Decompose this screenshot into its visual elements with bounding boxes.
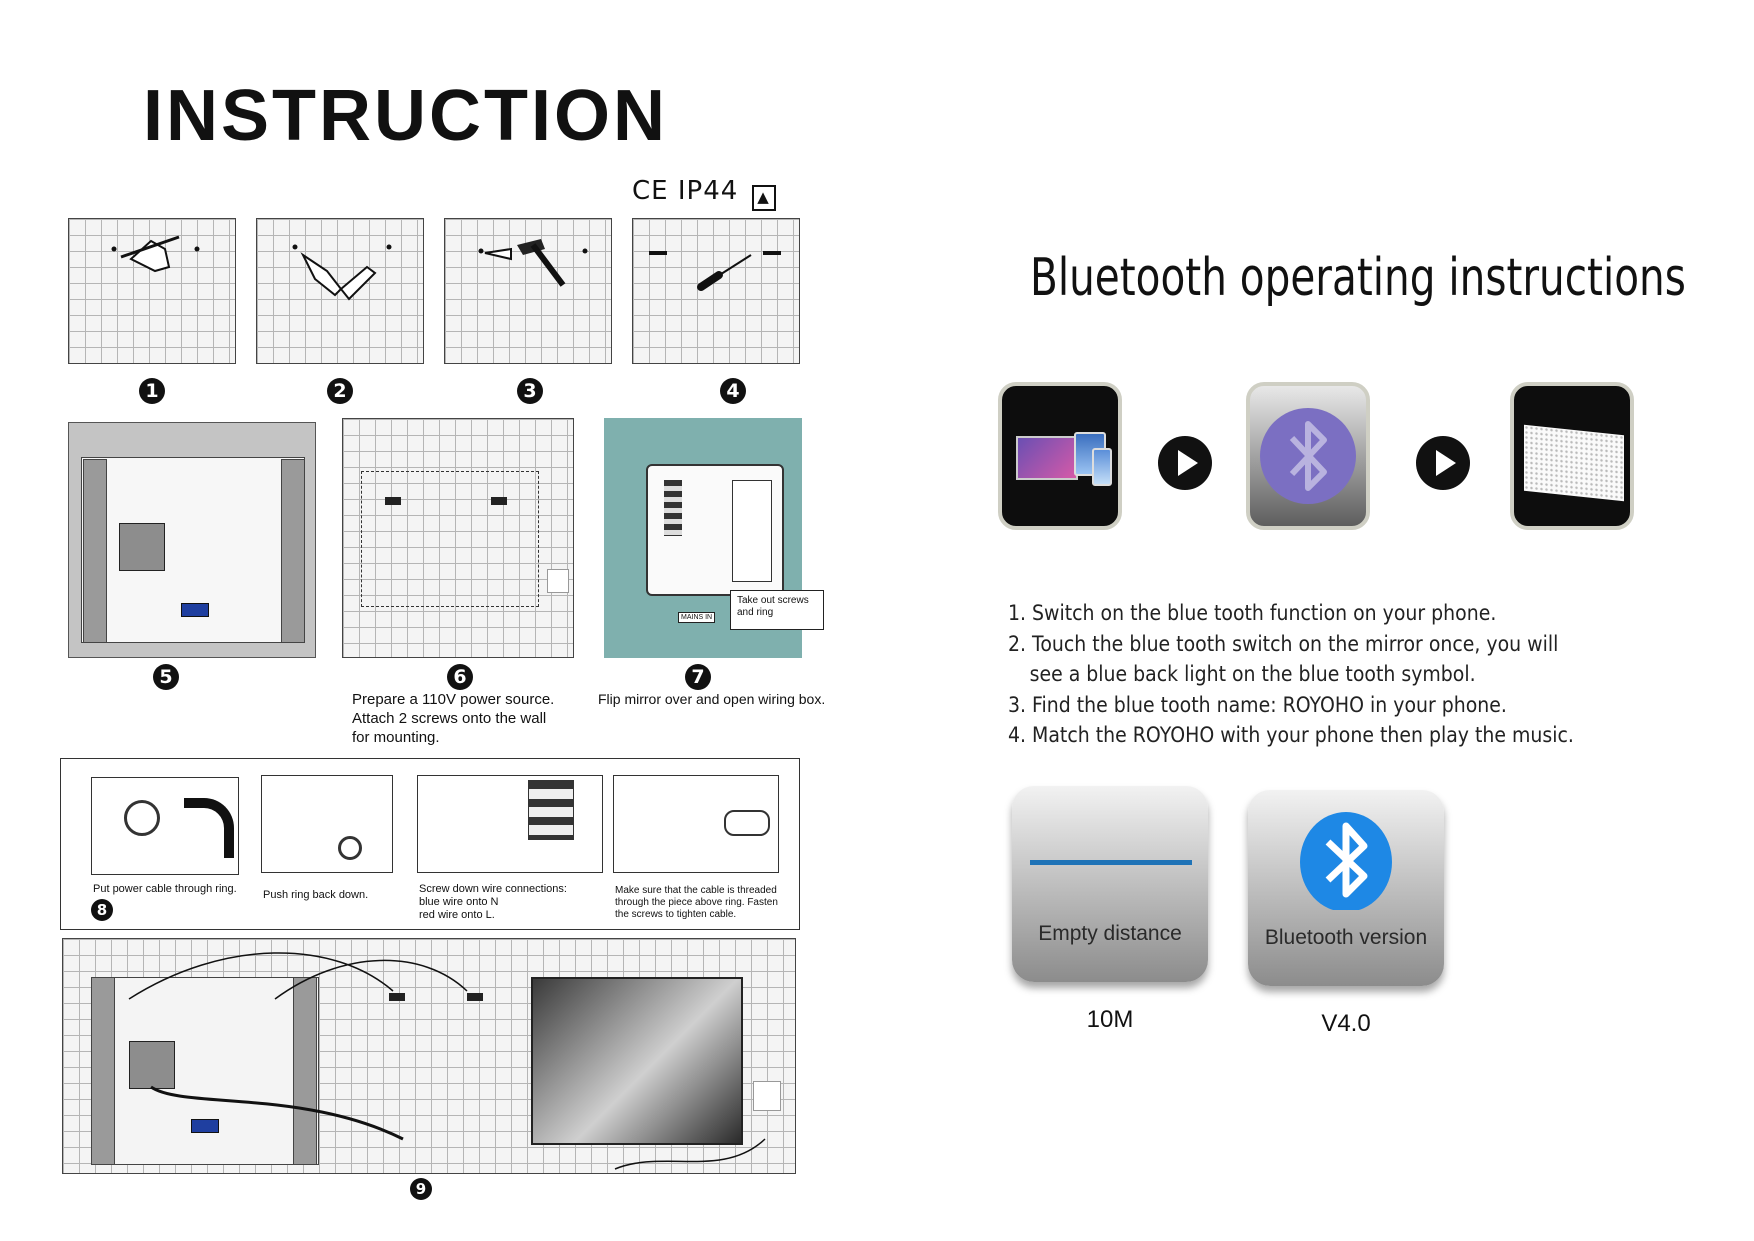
hammer-icon [478, 239, 588, 287]
mirror-outline-dashed [361, 471, 539, 607]
step8-frame: Put power cable through ring. Push ring … [60, 758, 800, 930]
callout-box: Take out screws and ring [730, 590, 824, 630]
cable-clamp-icon [724, 810, 770, 836]
step8-caption-c: Screw down wire connections: blue wire o… [419, 883, 567, 921]
step-line-2: 2. Touch the blue tooth switch on the mi… [1008, 631, 1559, 656]
screwdriver-icon [649, 251, 781, 291]
step6-panel [342, 418, 574, 658]
step7-caption: Flip mirror over and open wiring box. [598, 691, 826, 707]
step1-panel [68, 218, 236, 364]
empty-distance-value: 10M [1086, 1006, 1134, 1033]
step4-panel [632, 218, 800, 364]
battery-module [181, 603, 209, 617]
bluetooth-version-label: Bluetooth version [1264, 926, 1428, 949]
step8-caption-b: Push ring back down. [263, 889, 369, 901]
phone-icon [1092, 448, 1112, 486]
screw-left-icon [385, 497, 401, 505]
ring-push-icon [338, 836, 362, 860]
step-number-6: 6 [447, 664, 473, 690]
step-number-8: 8 [91, 899, 113, 921]
ring-icon [124, 800, 160, 836]
mounted-mirror [531, 977, 743, 1145]
driver-module [732, 480, 772, 582]
step-number-7: 7 [685, 664, 711, 690]
step8-caption-d: Make sure that the cable is threaded thr… [615, 885, 778, 920]
terminal-block [664, 480, 682, 536]
step-line-1: 1. Switch on the blue tooth function on … [1008, 601, 1497, 625]
wiring-box [119, 523, 165, 571]
mains-in-label: MAINS IN [678, 612, 716, 623]
mirror-right-light [293, 977, 317, 1165]
step-number-5: 5 [153, 664, 179, 690]
laptop-icon [1016, 436, 1078, 480]
step3-panel [444, 218, 612, 364]
power-outlet-icon [753, 1081, 781, 1111]
arrow-next-icon [1158, 436, 1212, 490]
bluetooth-purple-icon [1260, 408, 1356, 504]
step8-caption-a: Put power cable through ring. [93, 883, 237, 895]
step-number-2: 2 [327, 378, 353, 404]
step8-pic-c [417, 775, 603, 873]
cable-icon [184, 798, 234, 858]
empty-distance-label: Empty distance [1038, 922, 1182, 945]
hand-marking-icon [111, 235, 200, 273]
step-number-4: 4 [720, 378, 746, 404]
drill-icon [292, 244, 392, 301]
step6-caption: Prepare a 110V power source. Attach 2 sc… [352, 691, 555, 746]
bluetooth-title: Bluetooth operating instructions [1030, 248, 1686, 308]
bluetooth-version-card: Bluetooth version [1248, 790, 1444, 986]
step-line-4: 4. Match the ROYOHO with your phone then… [1008, 723, 1574, 747]
power-outlet-icon [547, 569, 569, 593]
page-title: INSTRUCTION [143, 76, 668, 156]
step9-panel [62, 938, 796, 1174]
battery-module [191, 1119, 219, 1133]
step-number-9: 9 [410, 1178, 432, 1200]
empty-distance-card: Empty distance [1012, 786, 1208, 982]
mirror-left-light [91, 977, 115, 1165]
step-number-3: 3 [517, 378, 543, 404]
step8-pic-d [613, 775, 779, 873]
step2-panel [256, 218, 424, 364]
step-number-1: 1 [139, 378, 165, 404]
step-line-3: 3. Find the blue tooth name: ROYOHO in y… [1008, 692, 1507, 717]
arrow-next-icon [1416, 436, 1470, 490]
terminal-screws [528, 780, 574, 840]
mirror-left-light [83, 459, 107, 643]
bluetooth-blue-icon [1300, 812, 1392, 910]
screw-right-icon [491, 497, 507, 505]
step8-pic-a [91, 777, 239, 875]
devices-tile [998, 382, 1122, 530]
speaker-tile [1510, 382, 1634, 530]
certification-marks: CE IP44 ▲ [632, 176, 776, 211]
step8-pic-b [261, 775, 393, 873]
mirror-right-light [281, 459, 305, 643]
cable-arrows [128, 952, 766, 1170]
water-drop-icon: ▲ [751, 185, 776, 211]
bluetooth-steps: 1. Switch on the blue tooth function on … [1008, 598, 1574, 751]
speaker-icon [1524, 424, 1624, 502]
step-line-2b: see a blue back light on the blue tooth … [1029, 662, 1476, 686]
bluetooth-tile [1246, 382, 1370, 530]
step7-panel: MAINS IN Take out screws and ring [604, 418, 824, 658]
distance-line-icon [1030, 860, 1192, 865]
wiring-box [129, 1041, 175, 1089]
ce-ip44-label: CE IP44 [632, 176, 739, 206]
step5-panel [68, 422, 316, 658]
bluetooth-version-value: V4.0 [1321, 1010, 1371, 1037]
